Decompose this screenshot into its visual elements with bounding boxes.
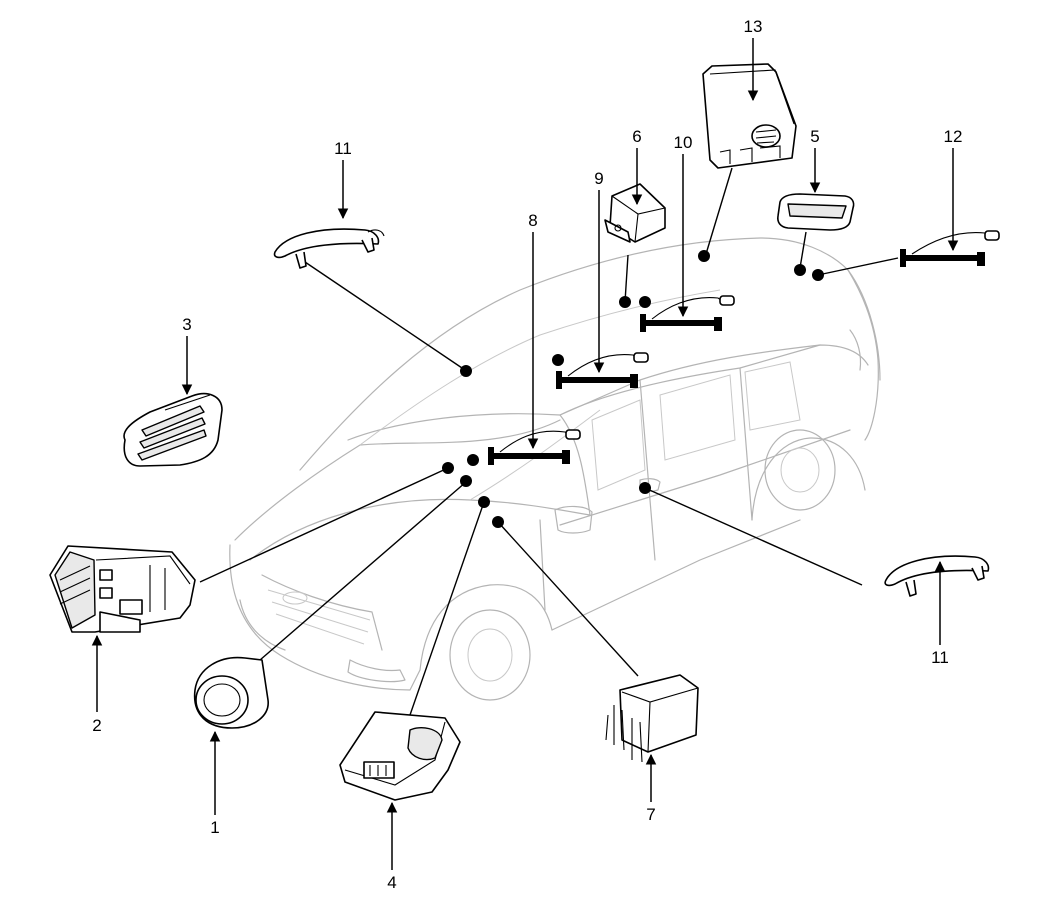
callout-11-top: 11 [334,139,352,158]
leader-lines [199,167,899,716]
smart-key-fob [123,392,223,467]
callout-3: 3 [182,315,191,334]
callout-2: 2 [92,716,101,735]
callout-10: 10 [674,133,693,152]
sensor-bracket [604,183,666,243]
callout-13: 13 [744,17,763,36]
antenna-9 [556,352,649,389]
callout-1: 1 [210,818,219,837]
connection-dots [442,250,824,528]
start-stop-module [49,545,196,633]
relay [605,674,699,763]
control-module [702,63,797,169]
antenna-8 [488,429,581,465]
callout-arrows [91,38,959,870]
callout-12: 12 [944,127,963,146]
trunk-antenna [777,193,855,231]
start-stop-button [193,656,269,729]
antenna-10 [640,295,735,332]
callout-8: 8 [528,211,537,230]
antenna-12 [900,230,1000,267]
callout-9: 9 [594,169,603,188]
smart-key-ecu [339,711,461,801]
callout-labels: 11 3 2 1 4 7 11 8 9 10 6 5 12 13 [92,17,962,892]
door-handle-top [273,228,385,269]
callout-11-right: 11 [931,648,949,667]
car-body-outline [229,237,881,701]
callout-5: 5 [810,127,819,146]
callout-6: 6 [632,127,641,146]
door-handle-right [884,555,990,597]
callout-7: 7 [646,805,655,824]
callout-4: 4 [387,873,396,892]
